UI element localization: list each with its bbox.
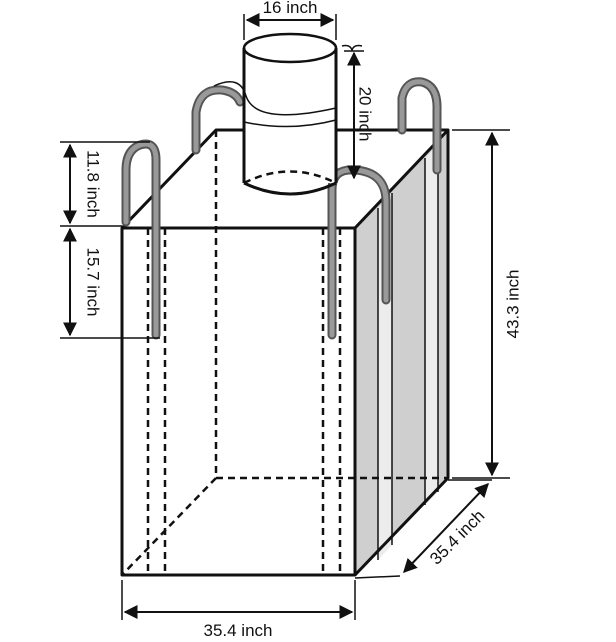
- hidden-edges: [121, 130, 448, 576]
- dimension-lines: [60, 13, 510, 620]
- front-straps: [146, 228, 342, 575]
- spout-height-label: 20 inch: [356, 87, 375, 142]
- loop-height-label: 11.8 inch: [84, 150, 103, 218]
- side-panel: [355, 130, 448, 575]
- bag-height-label: 43.3 inch: [503, 270, 522, 339]
- loop-sewn-length-label: 15.7 inch: [84, 248, 103, 317]
- bag-width-label: 35.4 inch: [204, 621, 273, 640]
- filling-spout: [213, 32, 363, 196]
- spout-diameter-label: 16 inch: [263, 0, 318, 17]
